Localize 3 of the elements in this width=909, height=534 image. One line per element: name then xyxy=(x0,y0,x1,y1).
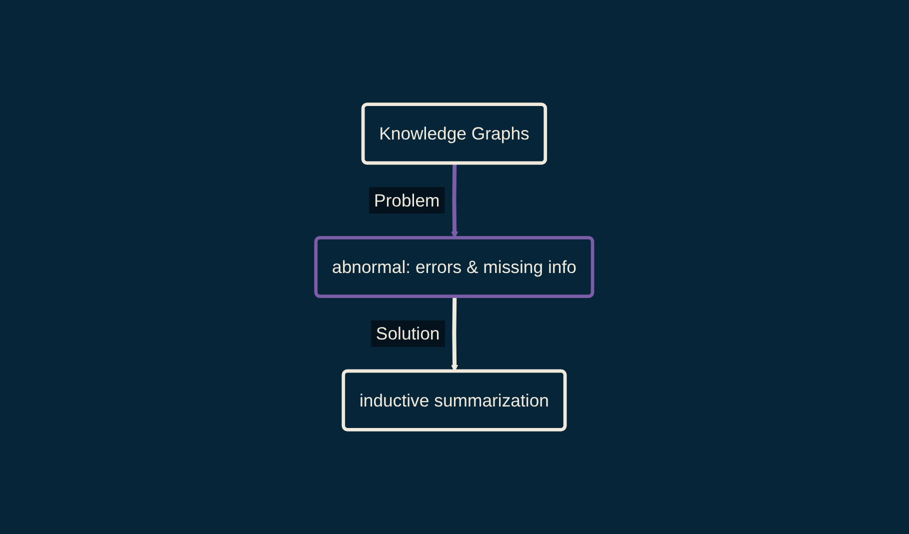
edge-label: Solution xyxy=(376,324,440,344)
edge-label: Problem xyxy=(374,190,440,210)
arrow xyxy=(451,163,458,238)
